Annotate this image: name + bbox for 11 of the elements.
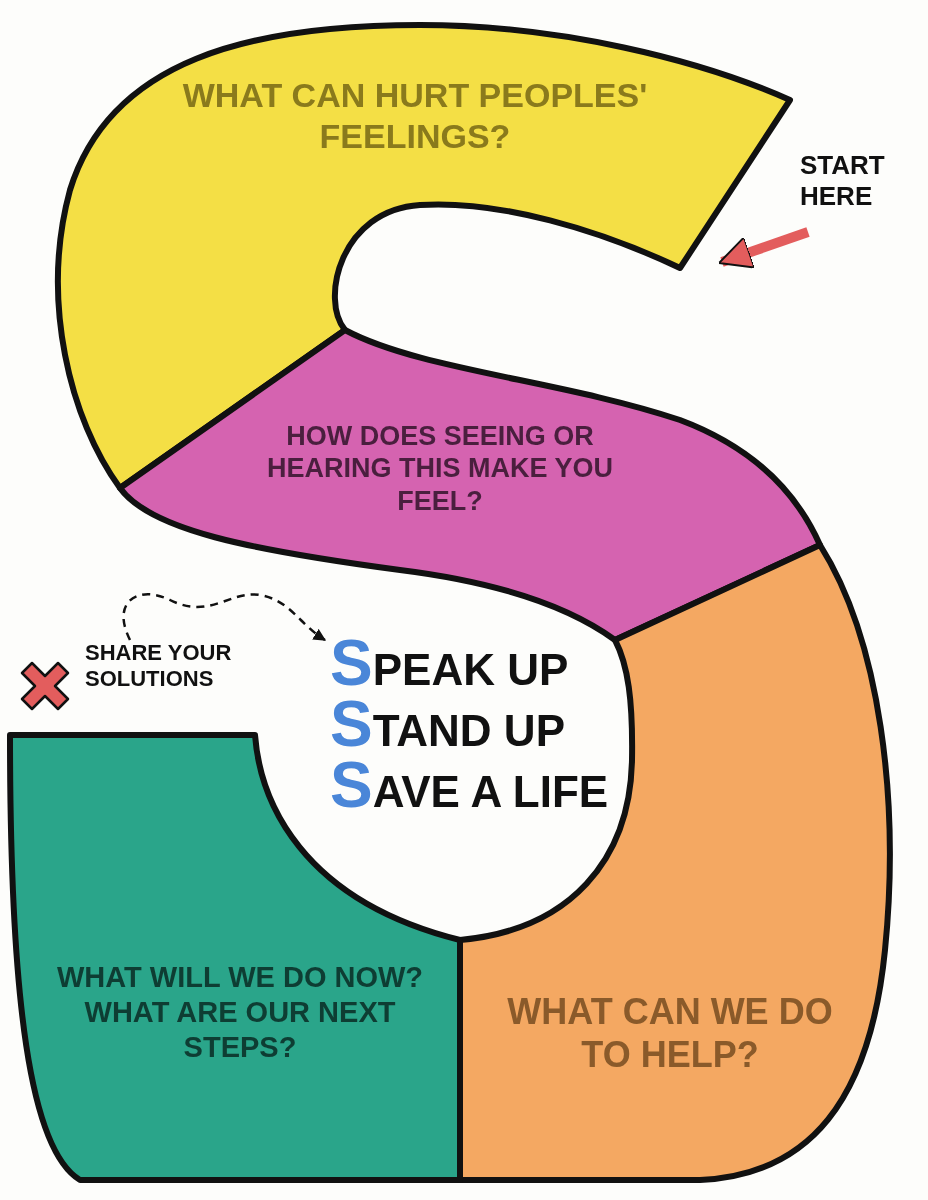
slogan-line: SPEAK UP	[330, 636, 570, 697]
slogan-line: SAVE A LIFE	[330, 758, 610, 819]
slogan-line: STAND UP	[330, 697, 566, 758]
dashed-arrow	[122, 593, 327, 642]
question-text: WHAT CAN WE DO TO HELP?	[506, 990, 834, 1077]
note-text: SHARE YOUR SOLUTIONS	[85, 640, 260, 693]
question-text: WHAT CAN HURT PEOPLES' FEELINGS?	[181, 75, 649, 157]
question-text: WHAT WILL WE DO NOW? WHAT ARE OUR NEXT STEPS?	[55, 960, 425, 1065]
arrow	[718, 227, 810, 269]
start-label: START HERE	[800, 150, 915, 213]
question-text: HOW DOES SEEING OR HEARING THIS MAKE YOU FEEL?	[266, 420, 614, 518]
